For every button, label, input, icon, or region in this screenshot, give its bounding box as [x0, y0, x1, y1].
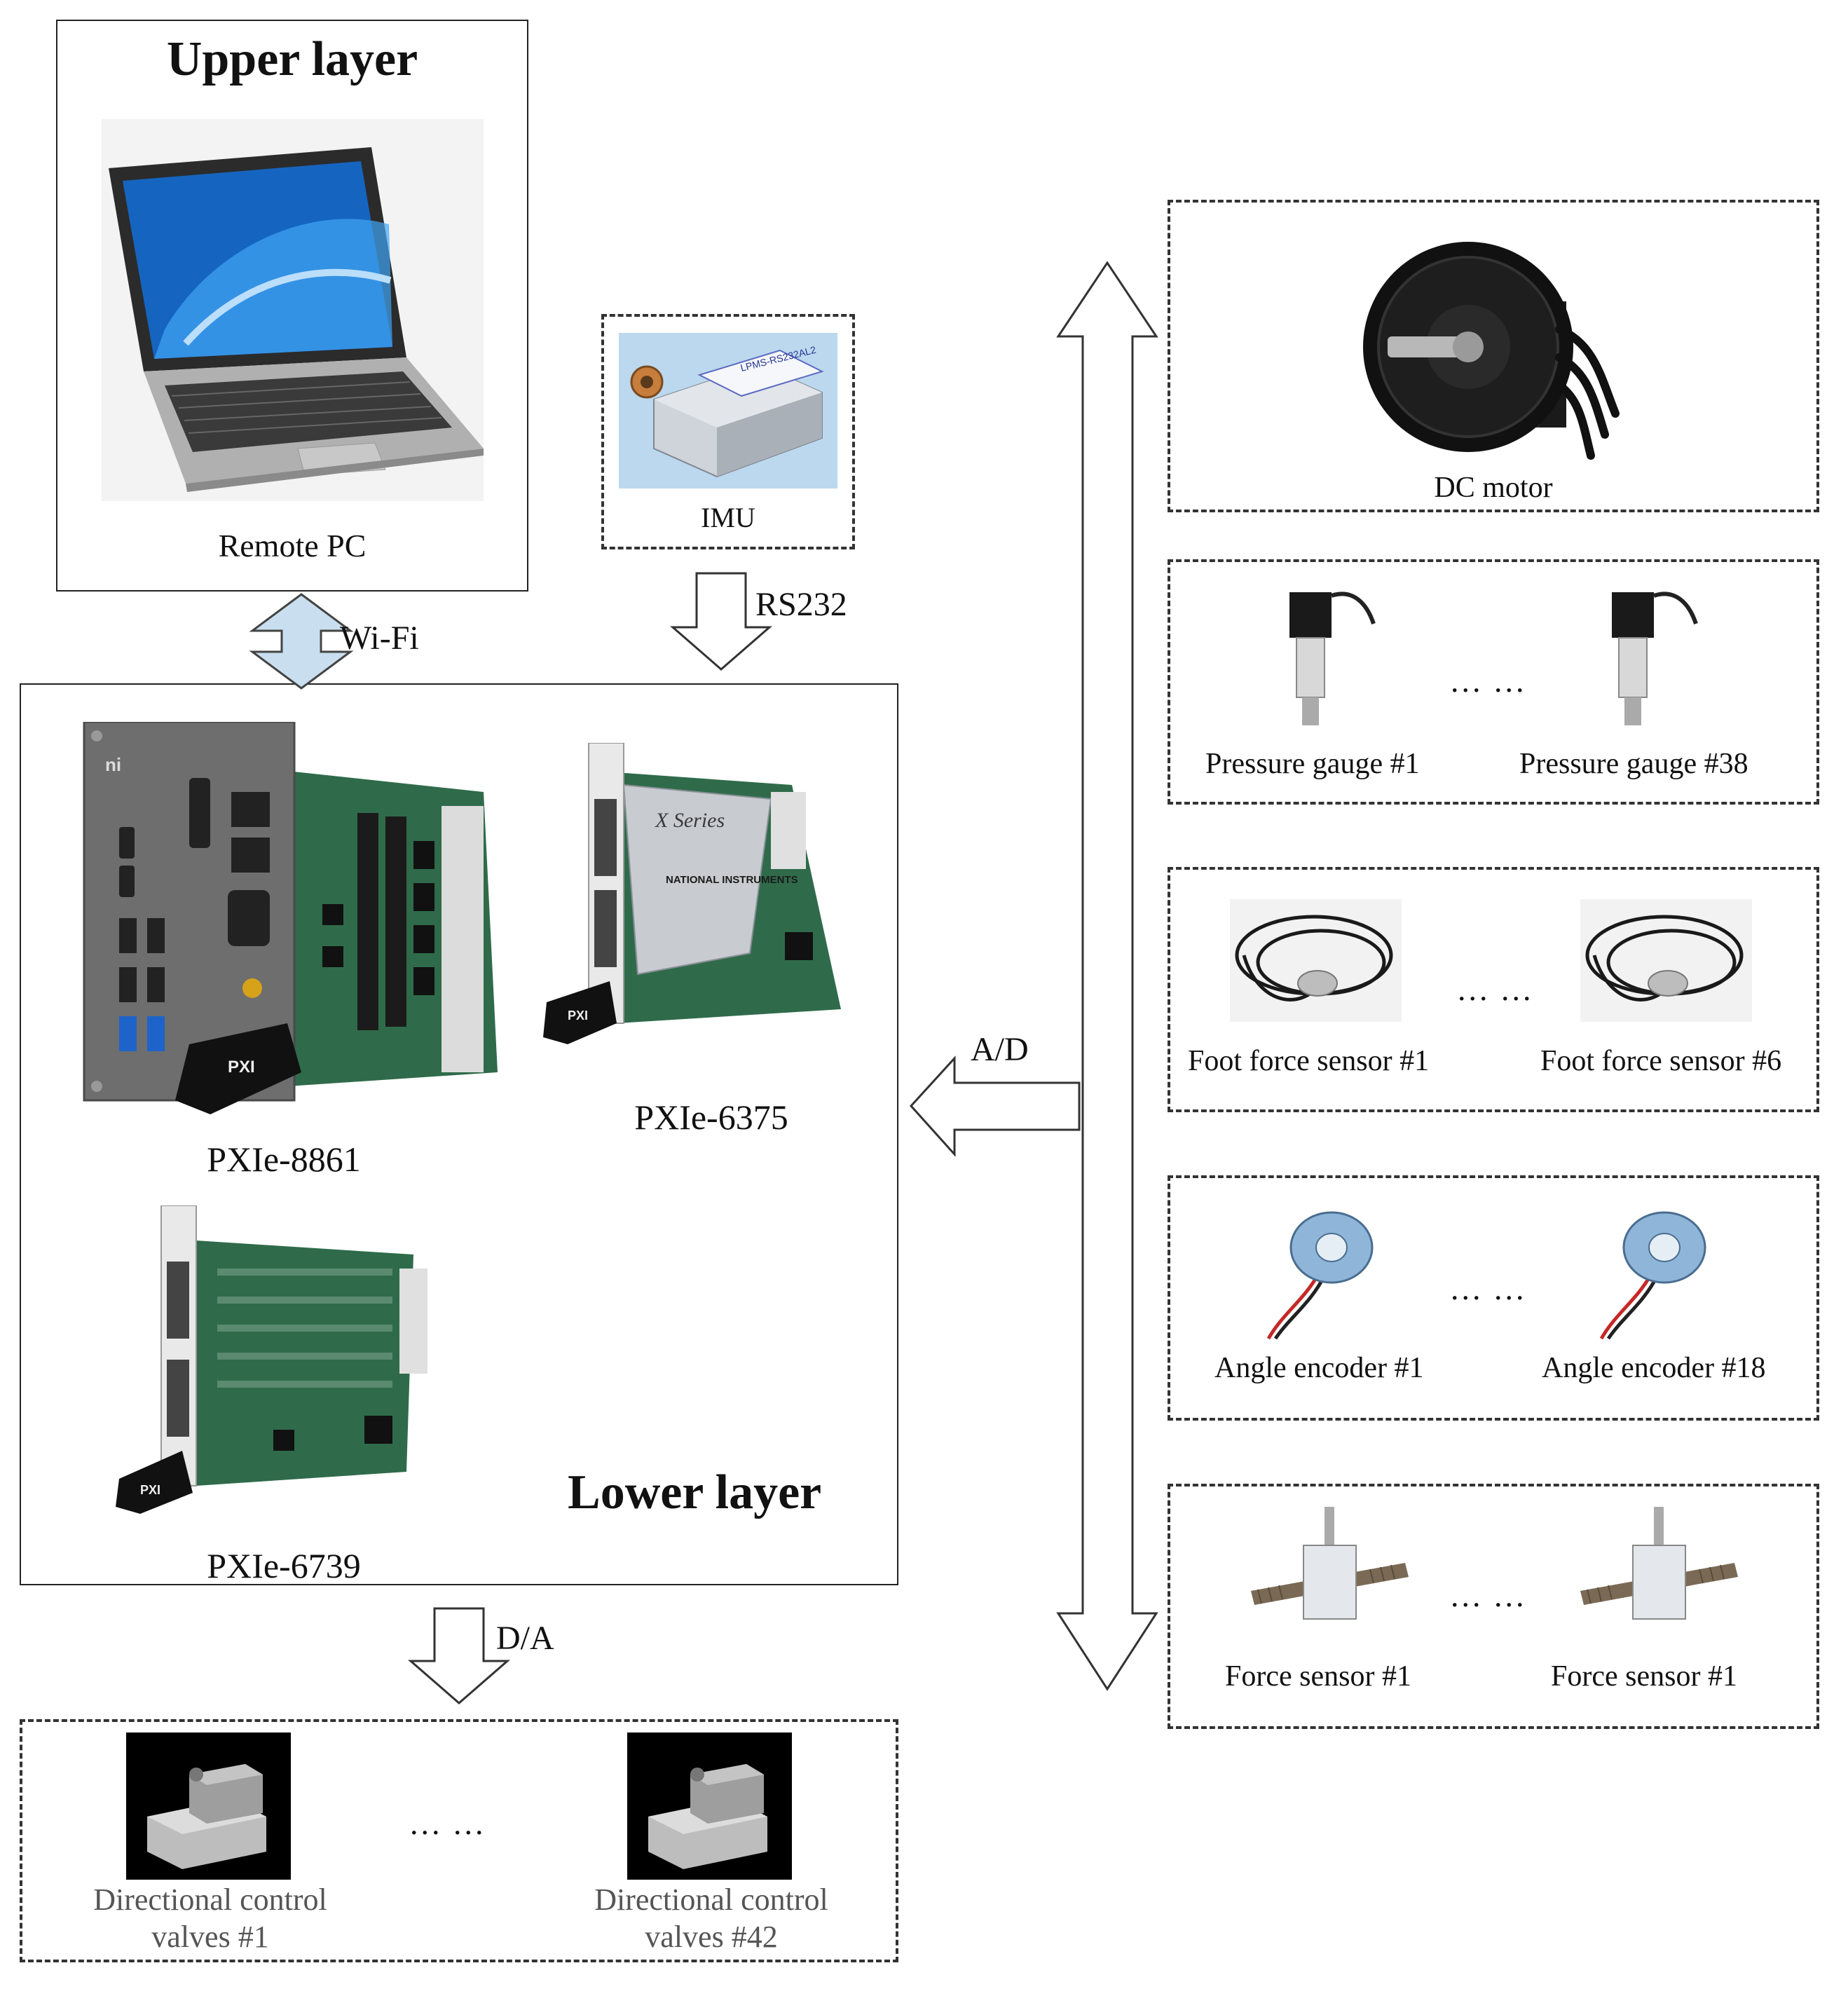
foot-force-first-icon: [1230, 899, 1402, 1022]
pressure-gauge-last-icon: [1612, 592, 1698, 725]
da-arrow: [407, 1607, 511, 1704]
pxie-8861-pxi-tag: PXI: [228, 1058, 255, 1076]
dc-motor-icon: [1363, 242, 1620, 460]
rs232-label: RS232: [755, 586, 847, 623]
angle-encoder-last-icon: [1599, 1211, 1706, 1340]
sensor-bus-arrow: [1056, 261, 1158, 1691]
foot-force-last-label: Foot force sensor #6: [1540, 1045, 1782, 1077]
upper-layer-title: Upper layer: [166, 32, 418, 86]
angle-encoder-box: [1168, 1175, 1819, 1421]
lower-layer-title: Lower layer: [568, 1465, 822, 1519]
valve-last-icon: [627, 1732, 792, 1880]
pressure-gauge-first-icon: [1289, 592, 1376, 725]
svg-text:ni: ni: [105, 754, 121, 775]
imu-device-icon: LPMS-RS232AL2: [619, 333, 837, 488]
ni-brand-text: NATIONAL INSTRUMENTS: [666, 874, 798, 886]
force-sensor-last-icon: [1580, 1507, 1738, 1620]
angle-encoder-first-icon: [1266, 1211, 1374, 1340]
force-sensor-last-label: Force sensor #1: [1551, 1660, 1737, 1693]
valve-first-label: Directional control: [93, 1882, 327, 1917]
force-sensor-ellipsis: ... ...: [1451, 1578, 1527, 1613]
remote-pc-label: Remote PC: [218, 528, 367, 563]
valve-last-label-line2: valves #42: [645, 1920, 778, 1954]
wifi-label: Wi-Fi: [340, 620, 419, 657]
force-sensor-box: [1168, 1484, 1819, 1729]
foot-force-last-icon: [1580, 899, 1752, 1022]
pressure-gauge-last-label: Pressure gauge #38: [1519, 748, 1748, 780]
pxie-8861-card-icon: ni PXI: [83, 722, 498, 1114]
valves-ellipsis: ... ...: [410, 1805, 486, 1841]
rs232-arrow: [669, 572, 773, 671]
x-series-text: X Series: [655, 809, 725, 832]
valve-last-label: Directional control: [594, 1882, 828, 1917]
ad-label: A/D: [971, 1031, 1029, 1068]
da-label: D/A: [496, 1620, 554, 1657]
laptop-icon: [102, 119, 484, 501]
valve-first-icon: [126, 1732, 291, 1880]
pxie-8861-label: PXIe-8861: [207, 1140, 361, 1179]
pxie-6375-label: PXIe-6375: [634, 1098, 788, 1137]
dc-motor-label: DC motor: [1434, 472, 1553, 504]
foot-force-first-label: Foot force sensor #1: [1188, 1045, 1430, 1077]
valve-first-label-line2: valves #1: [151, 1920, 269, 1954]
force-sensor-first-label: Force sensor #1: [1225, 1660, 1411, 1693]
ad-arrow: [909, 1055, 1081, 1157]
pressure-gauge-box: [1168, 559, 1819, 805]
pxie-6739-card-icon: PXI: [116, 1205, 427, 1514]
pxie-6375-pxi-tag: PXI: [568, 1009, 588, 1023]
pxie-6375-card-icon: X Series NATIONAL INSTRUMENTS PXI: [543, 743, 841, 1044]
wifi-arrow: [249, 593, 354, 690]
angle-encoder-last-label: Angle encoder #18: [1542, 1352, 1766, 1384]
force-sensor-first-icon: [1251, 1507, 1409, 1620]
pressure-gauge-first-label: Pressure gauge #1: [1205, 748, 1420, 780]
pxie-6739-label: PXIe-6739: [207, 1546, 361, 1585]
angle-encoder-first-label: Angle encoder #1: [1214, 1352, 1424, 1384]
imu-label: IMU: [701, 502, 755, 533]
foot-force-ellipsis: ... ...: [1458, 971, 1534, 1007]
pxie-6739-pxi-tag: PXI: [140, 1483, 160, 1497]
angle-encoder-ellipsis: ... ...: [1451, 1271, 1527, 1306]
pressure-ellipsis: ... ...: [1451, 663, 1527, 699]
